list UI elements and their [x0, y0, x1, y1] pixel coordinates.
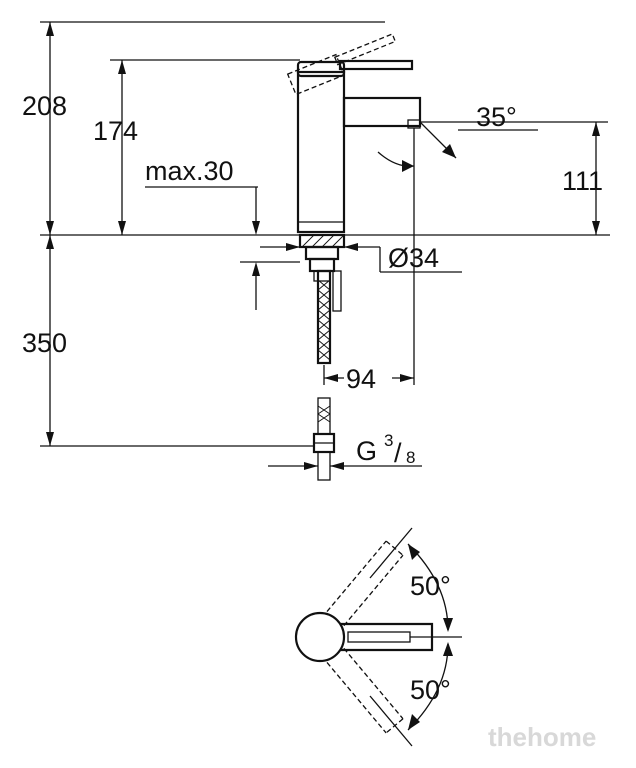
thread-g-label: G [356, 436, 377, 466]
dim-thread-g38: G 3 / 8 [268, 431, 422, 470]
dim-111-label: 111 [562, 166, 603, 196]
dim-max30-label: max.30 [145, 156, 234, 186]
dim-208: 208 [22, 21, 385, 235]
dim-angle-35-label: 35° [476, 102, 517, 132]
dim-350-label: 350 [22, 328, 67, 358]
dim-diameter-34: Ø34 [260, 243, 462, 273]
thread-slash: / [394, 438, 402, 468]
thread-denominator: 8 [406, 448, 415, 467]
thread-numerator: 3 [384, 431, 393, 450]
mounting-hardware [298, 233, 346, 481]
top-view-body [294, 611, 346, 663]
dim-max30: max.30 [145, 156, 300, 310]
dim-208-label: 208 [22, 91, 67, 121]
swing-down-label: 50° [410, 675, 451, 705]
swing-up-label: 50° [410, 571, 451, 601]
side-view: 208 174 max.30 [22, 21, 610, 481]
dim-94-label: 94 [346, 364, 376, 394]
watermark: thehome [488, 722, 596, 752]
dim-174: 174 [93, 59, 300, 235]
dim-174-label: 174 [93, 116, 138, 146]
dim-94: 94 [323, 362, 414, 394]
dim-350: 350 [22, 235, 314, 447]
dim-111: 111 [420, 121, 608, 235]
dim-angle-35: 35° [377, 102, 538, 172]
top-view: 50° 50° [294, 527, 462, 747]
dim-diameter-34-label: Ø34 [388, 243, 439, 273]
faucet-body [286, 33, 422, 234]
